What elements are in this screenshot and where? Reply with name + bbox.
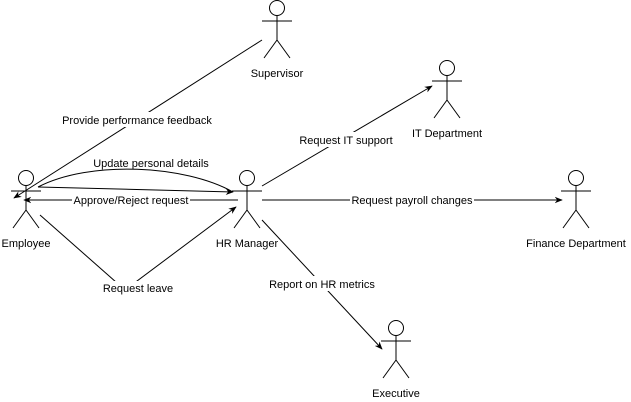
actor-finance-department[interactable]: Finance Department — [526, 170, 626, 251]
stick-figure-icon — [381, 320, 411, 379]
actor-label-finance-department: Finance Department — [526, 238, 626, 250]
edge-report-metrics[interactable]: Report on HR metrics — [261, 219, 383, 350]
edge-request-leave[interactable]: Request leave — [39, 206, 237, 296]
actor-label-it-department: IT Department — [412, 128, 482, 140]
edge-update-details[interactable]: Update personal details — [37, 158, 234, 196]
actor-supervisor[interactable]: Supervisor — [251, 0, 304, 81]
edge-label-request-it: Request IT support — [299, 135, 392, 147]
actor-label-executive: Executive — [372, 388, 420, 400]
actor-label-employee: Employee — [2, 238, 51, 250]
stick-figure-icon — [262, 0, 292, 59]
edge-provide-feedback[interactable]: Provide performance feedback — [13, 39, 263, 199]
stick-figure-icon — [561, 170, 591, 229]
edge-label-request-payroll: Request payroll changes — [351, 195, 473, 207]
edge-label-approve-reject: Approve/Reject request — [74, 195, 189, 207]
stick-figure-icon — [232, 170, 262, 229]
actor-employee[interactable]: Employee — [2, 170, 51, 251]
edge-label-provide-feedback: Provide performance feedback — [62, 115, 212, 127]
actor-label-hr-manager: HR Manager — [216, 238, 279, 250]
edge-request-payroll[interactable]: Request payroll changes — [262, 193, 563, 208]
edge-label-request-leave: Request leave — [103, 283, 173, 295]
edge-label-update-details: Update personal details — [93, 158, 209, 170]
actor-hr-manager[interactable]: HR Manager — [216, 170, 279, 251]
actor-label-supervisor: Supervisor — [251, 68, 304, 80]
stick-figure-icon — [432, 60, 462, 119]
edge-request-it[interactable]: Request IT support — [261, 85, 433, 187]
stick-figure-icon — [11, 170, 41, 229]
actor-executive[interactable]: Executive — [372, 320, 420, 401]
edge-approve-reject[interactable]: Approve/Reject request — [23, 193, 238, 208]
actor-it-department[interactable]: IT Department — [412, 60, 482, 141]
edge-label-report-metrics: Report on HR metrics — [269, 279, 375, 291]
